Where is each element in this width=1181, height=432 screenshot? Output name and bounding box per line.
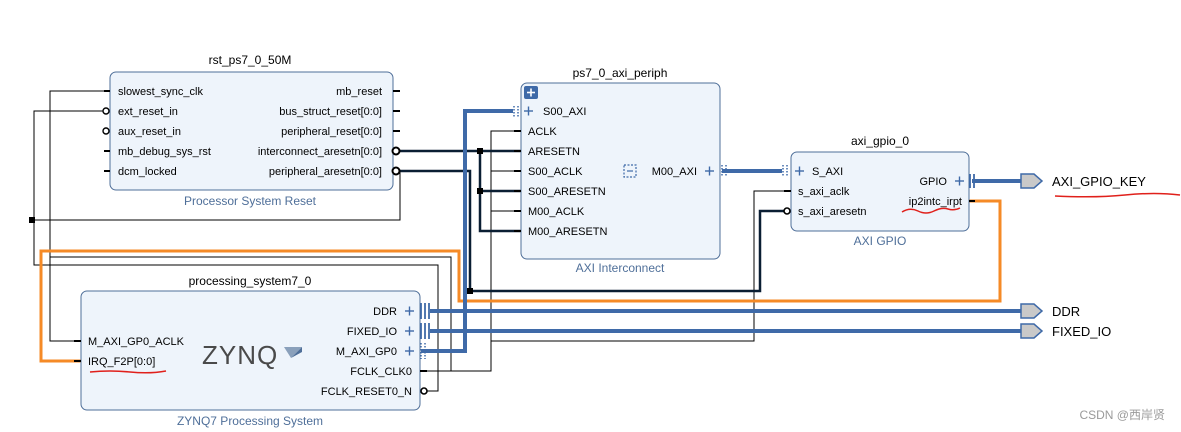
s00-axi-interface-icon[interactable] (513, 106, 533, 117)
pin-s-axi-aresetn (783, 207, 791, 215)
external-port-axi-gpio-key[interactable]: AXI_GPIO_KEY (1020, 173, 1181, 198)
port-label[interactable]: slowest_sync_clk (118, 86, 203, 98)
annotation-underline (901, 207, 961, 214)
port-label[interactable]: interconnect_aresetn[0:0] (258, 146, 382, 158)
port-label[interactable]: mb_reset (336, 86, 382, 98)
rst-right-ports: mb_reset bus_struct_reset[0:0] periphera… (258, 86, 401, 178)
expand-block-icon[interactable] (524, 86, 538, 99)
pin-aux-reset-in (102, 127, 110, 135)
external-port-label: DDR (1052, 304, 1080, 319)
ps7-block-body[interactable] (80, 290, 421, 411)
external-port-fixed-io[interactable]: FIXED_IO (1020, 323, 1111, 339)
ps7-block-name: processing_system7_0 (189, 274, 312, 288)
periph-block-name: ps7_0_axi_periph (573, 66, 668, 80)
port-label[interactable]: bus_struct_reset[0:0] (279, 106, 382, 118)
port-label[interactable]: M_AXI_GP0 (336, 346, 397, 358)
rst-block-type: Processor System Reset (184, 194, 317, 208)
zynq-logo: ZYNQ (202, 340, 302, 370)
periph-left-pins (514, 130, 521, 232)
port-label[interactable]: mb_debug_sys_rst (118, 146, 211, 158)
pin-interconnect-aresetn (391, 146, 401, 156)
external-port-icon (1020, 173, 1044, 189)
port-label[interactable]: FIXED_IO (347, 326, 398, 338)
port-label[interactable]: IRQ_F2P[0:0] (88, 356, 155, 368)
external-port-ddr[interactable]: DDR (1020, 303, 1080, 319)
gpio-block-type: AXI GPIO (854, 234, 907, 248)
net-wires (29, 90, 1022, 392)
rst-block-name: rst_ps7_0_50M (209, 53, 292, 67)
annotation-underline (1054, 192, 1181, 198)
pin-fclk-reset0-n (420, 387, 428, 395)
port-label[interactable]: peripheral_aresetn[0:0] (269, 166, 382, 178)
port-label[interactable]: S00_AXI (543, 106, 586, 118)
port-label[interactable]: ARESETN (528, 146, 580, 158)
port-label[interactable]: M_AXI_GP0_ACLK (88, 336, 185, 348)
s-axi-interface-icon[interactable] (782, 165, 804, 177)
port-label[interactable]: ip2intc_irpt (909, 196, 962, 208)
fixed-io-interface-icon[interactable] (405, 323, 430, 339)
external-port-icon (1020, 323, 1044, 339)
ps7-block-type: ZYNQ7 Processing System (177, 414, 323, 428)
port-label[interactable]: S00_ACLK (528, 166, 583, 178)
external-port-label: FIXED_IO (1052, 324, 1111, 339)
ddr-interface-icon[interactable] (405, 303, 430, 319)
port-label[interactable]: S00_ARESETN (528, 186, 606, 198)
port-label[interactable]: M00_AXI (652, 166, 697, 178)
port-label[interactable]: dcm_locked (118, 166, 177, 178)
port-label[interactable]: FCLK_CLK0 (350, 366, 412, 378)
port-label[interactable]: ext_reset_in (118, 106, 178, 118)
crossbar-icon (623, 164, 637, 178)
svg-text:ZYNQ: ZYNQ (202, 340, 278, 370)
port-label[interactable]: GPIO (919, 176, 947, 188)
watermark: CSDN @西岸贤 (1079, 408, 1165, 422)
block-rst-ps7[interactable]: rst_ps7_0_50M Processor System Reset slo… (102, 53, 401, 208)
pin-ext-reset-in (102, 107, 110, 115)
m00-axi-interface-icon[interactable] (705, 165, 727, 177)
port-label[interactable]: s_axi_aclk (798, 186, 850, 198)
external-port-icon (1020, 303, 1044, 319)
block-axi-gpio[interactable]: axi_gpio_0 AXI GPIO S_AXI s_axi_aclk s_a… (782, 134, 975, 248)
port-label[interactable]: DDR (373, 306, 397, 318)
port-label[interactable]: M00_ARESETN (528, 226, 608, 238)
port-label[interactable]: s_axi_aresetn (798, 206, 867, 218)
annotation-underline (89, 370, 167, 374)
m-axi-gp0-interface-icon[interactable] (405, 343, 426, 359)
block-axi-interconnect[interactable]: ps7_0_axi_periph AXI Interconnect S00_AX… (513, 66, 727, 275)
gpio-interface-icon[interactable] (955, 174, 975, 188)
periph-block-type: AXI Interconnect (576, 261, 665, 275)
port-label[interactable]: FCLK_RESET0_N (321, 386, 412, 398)
port-label[interactable]: S_AXI (812, 166, 843, 178)
rst-left-ports: slowest_sync_clk ext_reset_in aux_reset_… (102, 86, 211, 178)
block-zynq-ps[interactable]: processing_system7_0 ZYNQ7 Processing Sy… (74, 274, 430, 428)
port-label[interactable]: M00_ACLK (528, 206, 585, 218)
external-port-label: AXI_GPIO_KEY (1052, 174, 1146, 189)
port-label[interactable]: peripheral_reset[0:0] (281, 126, 382, 138)
port-label[interactable]: aux_reset_in (118, 126, 181, 138)
pin-peripheral-aresetn (391, 166, 401, 176)
port-label[interactable]: ACLK (528, 126, 557, 138)
gpio-block-name: axi_gpio_0 (851, 134, 909, 148)
